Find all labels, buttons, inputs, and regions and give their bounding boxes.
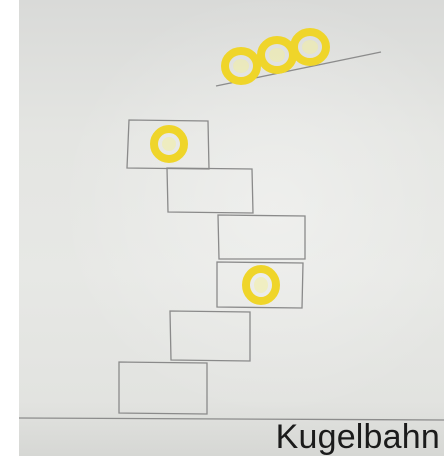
ramp-balls bbox=[225, 32, 326, 81]
drawing-canvas bbox=[19, 0, 444, 456]
ball-2 bbox=[261, 40, 293, 70]
ball-in-block-4 bbox=[246, 269, 276, 301]
block-5 bbox=[170, 311, 250, 361]
ball-in-block-1 bbox=[154, 129, 184, 159]
caption-label: Kugelbahn bbox=[276, 420, 440, 454]
block-stack bbox=[119, 120, 305, 414]
marble-run-drawing: Kugelbahn bbox=[19, 0, 444, 456]
block-2 bbox=[167, 168, 253, 213]
block-6 bbox=[119, 362, 207, 414]
ball-3 bbox=[294, 32, 326, 62]
ball-1 bbox=[225, 51, 257, 81]
block-3 bbox=[218, 215, 305, 259]
